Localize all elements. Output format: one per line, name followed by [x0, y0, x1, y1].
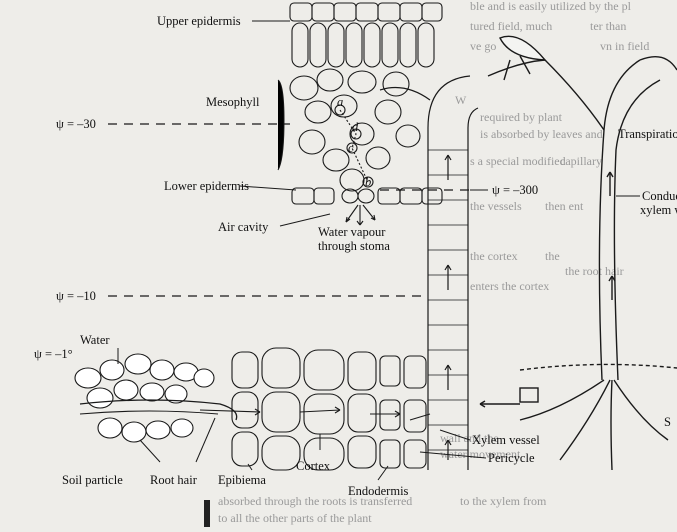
- water-vapour-arrows: [345, 204, 376, 226]
- page-gutter: [204, 500, 210, 527]
- bg-text-line: ble and is easily utilized by the pl: [470, 0, 632, 13]
- label-lower-epidermis: Lower epidermis: [164, 179, 249, 193]
- bg-text-line: W: [455, 93, 467, 107]
- label-leaders: [117, 20, 640, 481]
- palisade-cells: [291, 22, 435, 68]
- cell-chain: [334, 104, 374, 188]
- bg-text-line: the root hair: [565, 264, 624, 278]
- psi-atmosphere: ψ = –300: [492, 183, 538, 197]
- psi-stem: ψ = –10: [56, 289, 96, 303]
- label-air-cavity: Air cavity: [218, 220, 269, 234]
- upper-epidermis-cells: [289, 2, 443, 22]
- bg-text-line: absorbed through the roots is transferre…: [218, 494, 412, 508]
- bg-text-line: is absorbed by leaves and: [480, 127, 603, 141]
- label-water-vapour: Water vapour: [318, 225, 386, 239]
- root-cells: [231, 347, 427, 471]
- label-soil-particle: Soil particle: [62, 473, 123, 487]
- label-epiblema: Epibiema: [218, 473, 266, 487]
- bg-text-line: required by plant: [480, 110, 563, 124]
- soil-particles: [74, 353, 215, 443]
- edge-letter: S: [664, 415, 671, 429]
- cell-letter: c: [348, 141, 354, 155]
- label-water: Water: [80, 333, 110, 347]
- cell-letter: d: [352, 120, 359, 134]
- plant-outline: [479, 35, 677, 471]
- bg-text-line: then ent: [545, 199, 584, 213]
- psi-values: ψ = –30 ψ = –300 ψ = –10 ψ = –1°: [34, 117, 538, 361]
- xylem-vessel: [379, 75, 479, 470]
- cell-letter: a: [337, 95, 343, 109]
- bg-text-line: water movement: [440, 447, 521, 461]
- background-text: ble and is easily utilized by the pl tur…: [218, 0, 649, 525]
- label-upper-epidermis: Upper epidermis: [157, 14, 241, 28]
- label-root-hair: Root hair: [150, 473, 198, 487]
- psi-leaf: ψ = –30: [56, 117, 96, 131]
- bg-text-line: the cortex: [470, 249, 518, 263]
- lower-epidermis-cells: [291, 187, 443, 205]
- label-water-vapour-line2: through stoma: [318, 239, 390, 253]
- bg-text-line: ve go: [470, 39, 496, 53]
- label-endodermis: Endodermis: [348, 484, 409, 498]
- label-conduction: Conduc: [642, 189, 677, 203]
- bg-text-line: to the xylem from: [460, 494, 547, 508]
- leaf-cross-section: [289, 2, 443, 226]
- label-pericycle: Pericycle: [488, 451, 535, 465]
- label-conduction-line2: xylem w: [640, 203, 677, 217]
- root-cross-section: [74, 347, 431, 471]
- spongy-mesophyll-cells: [289, 68, 421, 192]
- label-mesophyll: Mesophyll: [206, 95, 260, 109]
- bg-text-line: to all the other parts of the plant: [218, 511, 372, 525]
- bg-text-line: s a special modified: [470, 154, 566, 168]
- label-xylem-vessel: Xylem vessel: [472, 433, 540, 447]
- bg-text-line: enters the cortex: [470, 279, 549, 293]
- bg-text-line: vn in field: [600, 39, 649, 53]
- psi-lines: [108, 123, 470, 297]
- bg-text-line: capillary: [560, 154, 602, 168]
- label-transpiration: Transpiratio: [618, 127, 677, 141]
- bg-text-line: ter than: [590, 19, 626, 33]
- bg-text-line: the: [545, 249, 560, 263]
- diagram-labels: Upper epidermis Mesophyll Lower epidermi…: [62, 14, 677, 498]
- psi-soil: ψ = –1°: [34, 347, 73, 361]
- bg-text-line: tured field, much: [470, 19, 552, 33]
- cell-letter: b: [365, 175, 371, 189]
- label-cortex: Cortex: [296, 459, 331, 473]
- bg-text-line: the vessels: [470, 199, 522, 213]
